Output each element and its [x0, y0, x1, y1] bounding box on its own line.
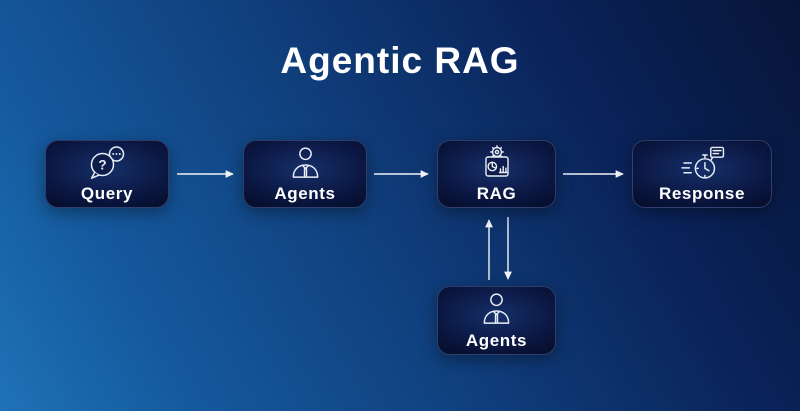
fast-clock-message-icon — [680, 143, 725, 183]
node-response: Response — [632, 140, 772, 208]
node-label: Agents — [465, 330, 528, 350]
node-query: ? Query — [45, 140, 169, 208]
gear-analytics-icon — [477, 143, 517, 183]
node-agents-bottom: Agents — [437, 286, 556, 355]
svg-text:?: ? — [98, 158, 106, 173]
node-label: Agents — [274, 184, 336, 203]
question-bubbles-icon: ? — [86, 143, 128, 183]
node-label: RAG — [476, 184, 517, 203]
person-icon — [479, 290, 514, 330]
node-label: Query — [80, 184, 134, 203]
person-icon — [288, 143, 323, 183]
page-title: Agentic RAG — [280, 40, 520, 81]
node-rag: RAG — [437, 140, 556, 208]
node-label: Response — [658, 184, 746, 203]
node-agents-top: Agents — [243, 140, 367, 208]
